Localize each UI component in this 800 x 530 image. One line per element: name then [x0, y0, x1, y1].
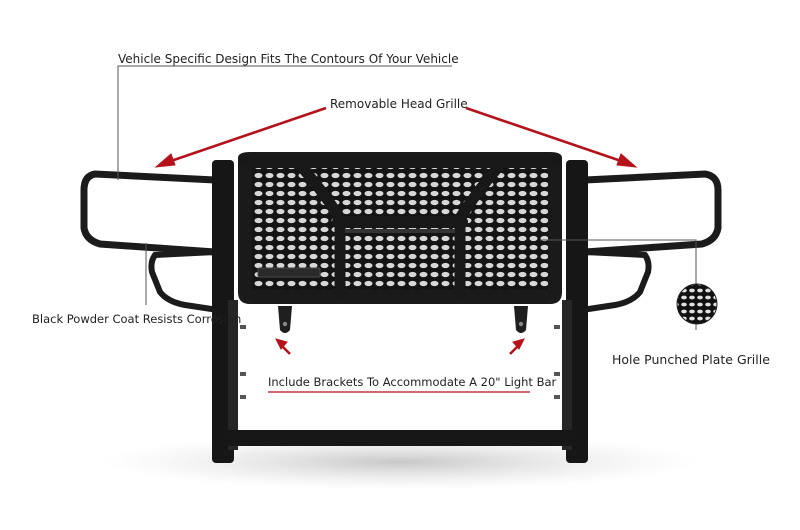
right-wing-tube [579, 170, 722, 313]
floor-shadow [100, 434, 700, 490]
left-wing-tube [80, 170, 221, 313]
callout-plate-grille: Hole Punched Plate Grille [612, 352, 770, 367]
callout-head-grille: Removable Head Grille [330, 97, 468, 111]
callout-powder-coat: Black Powder Coat Resists Corrosion [32, 312, 242, 326]
light-bar-brackets [278, 306, 528, 333]
bottom-cross-tube [222, 430, 578, 446]
callout-vehicle-design: Vehicle Specific Design Fits The Contour… [118, 52, 459, 66]
grille-inner-bars [240, 157, 560, 298]
callout-light-bar-brackets: Include Brackets To Accommodate A 20" Li… [268, 375, 557, 389]
arrow-icon [154, 106, 638, 355]
logo-plate [257, 267, 321, 278]
honeycomb-swatch-icon [676, 283, 718, 325]
